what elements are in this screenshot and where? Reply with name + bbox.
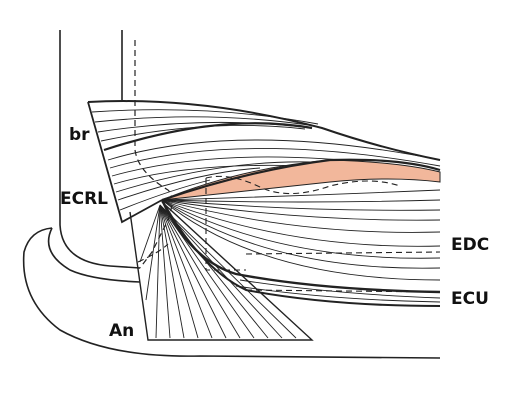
ecrl-lower-edge (87, 101, 163, 224)
humerus-outline (59, 30, 141, 269)
ulna-outline (22, 227, 441, 359)
deep-dashed-structures (137, 175, 441, 293)
bone-dashed-contour (134, 40, 173, 269)
brachioradialis-outline (87, 100, 441, 161)
anconeus-outline (129, 201, 314, 341)
label-ecu: ECU (451, 289, 489, 309)
brachioradialis-lower-edge (103, 122, 313, 152)
ecu-fibres (235, 279, 441, 303)
label-edc: EDC (451, 235, 490, 255)
label-ecrl: ECRL (60, 189, 109, 209)
ecu-boundary (160, 199, 441, 294)
ulna-upper-outline (47, 227, 141, 283)
label-br: br (69, 125, 90, 145)
edc-upper-boundary (161, 158, 441, 202)
brachioradialis-fibres (91, 109, 319, 142)
edc-fibres (161, 189, 441, 281)
label-an: An (109, 321, 135, 341)
highlighted-muscle (161, 159, 441, 201)
